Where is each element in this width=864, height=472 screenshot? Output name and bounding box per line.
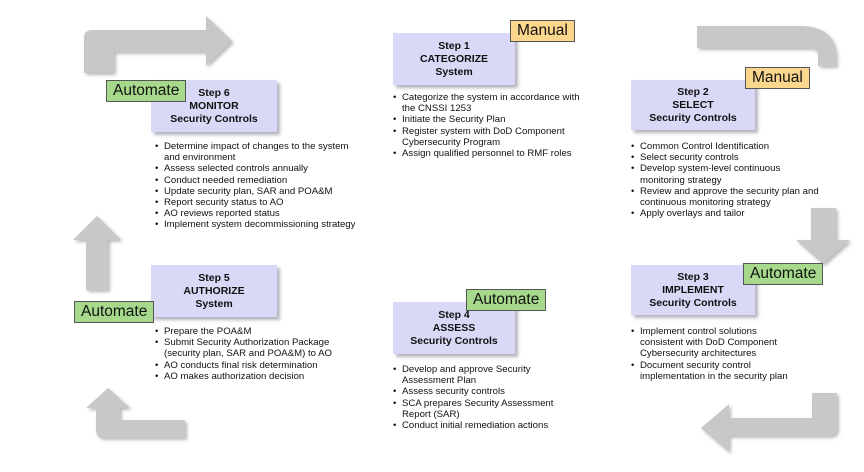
step-4-bullets: Develop and approve Security Assessment … bbox=[392, 364, 582, 431]
list-item: Implement control solutions consistent w… bbox=[631, 326, 790, 360]
step-3-title: IMPLEMENT bbox=[662, 283, 724, 296]
list-item: AO makes authorization decision bbox=[155, 371, 344, 382]
step-2-title: SELECT bbox=[672, 98, 714, 111]
list-item: Select security controls bbox=[631, 152, 820, 163]
step-4-title: ASSESS bbox=[432, 321, 476, 334]
step-5-automate-tag: Automate bbox=[74, 301, 155, 323]
list-item: Conduct needed remediation bbox=[155, 175, 360, 186]
step-2-manual-tag: Manual bbox=[745, 67, 810, 89]
step-1-box: Step 1 CATEGORIZE System bbox=[393, 33, 515, 85]
list-item: Submit Security Authorization Package (s… bbox=[155, 337, 344, 359]
list-item: Document security control implementation… bbox=[631, 360, 790, 382]
list-item: Develop system-level continuous monitori… bbox=[631, 163, 820, 185]
step-5-title: AUTHORIZE bbox=[183, 284, 245, 297]
step-3-subtitle: Security Controls bbox=[649, 296, 737, 309]
list-item: Assess security controls bbox=[393, 386, 582, 397]
list-item: Determine impact of changes to the syste… bbox=[155, 141, 360, 163]
step-5-number: Step 5 bbox=[198, 271, 230, 284]
step-2-number: Step 2 bbox=[677, 85, 709, 98]
list-item: Implement system decommissioning strateg… bbox=[155, 219, 360, 230]
step-6-subtitle: Security Controls bbox=[170, 112, 258, 125]
step-6-automate-tag: Automate bbox=[106, 80, 187, 102]
list-item: AO conducts final risk determination bbox=[155, 360, 344, 371]
arrow-right-down-icon bbox=[796, 208, 850, 264]
step-5-bullets: Prepare the POA&M Submit Security Author… bbox=[154, 326, 344, 382]
list-item: Apply overlays and tailor bbox=[631, 208, 820, 219]
arrow-left-up-icon bbox=[73, 216, 121, 290]
step-1-number: Step 1 bbox=[438, 39, 470, 52]
step-2-subtitle: Security Controls bbox=[649, 111, 737, 124]
step-3-bullets: Implement control solutions consistent w… bbox=[630, 326, 790, 382]
arrow-top-right-icon bbox=[697, 26, 836, 66]
step-3-automate-tag: Automate bbox=[743, 263, 824, 285]
list-item: Initiate the Security Plan bbox=[393, 114, 582, 125]
list-item: Assign qualified personnel to RMF roles bbox=[393, 148, 582, 159]
arrow-top-left-icon bbox=[84, 16, 232, 73]
step-2-bullets: Common Control Identification Select sec… bbox=[630, 141, 820, 220]
list-item: Report security status to AO bbox=[155, 197, 360, 208]
list-item: AO reviews reported status bbox=[155, 208, 360, 219]
step-1-subtitle: System bbox=[435, 65, 473, 78]
list-item: Categorize the system in accordance with… bbox=[393, 92, 582, 114]
step-4-box: Step 4 ASSESS Security Controls bbox=[393, 302, 515, 354]
list-item: Register system with DoD Component Cyber… bbox=[393, 126, 582, 148]
step-6-bullets: Determine impact of changes to the syste… bbox=[154, 141, 360, 231]
step-4-subtitle: Security Controls bbox=[410, 334, 498, 347]
step-4-automate-tag: Automate bbox=[466, 289, 547, 311]
step-6-number: Step 6 bbox=[198, 86, 230, 99]
step-3-box: Step 3 IMPLEMENT Security Controls bbox=[631, 265, 755, 315]
list-item: Review and approve the security plan and… bbox=[631, 186, 820, 208]
list-item: Develop and approve Security Assessment … bbox=[393, 364, 582, 386]
list-item: SCA prepares Security Assessment Report … bbox=[393, 398, 582, 420]
step-4-number: Step 4 bbox=[438, 308, 470, 321]
step-1-title: CATEGORIZE bbox=[419, 52, 489, 65]
arrow-bottom-left-icon bbox=[86, 388, 185, 438]
list-item: Assess selected controls annually bbox=[155, 163, 360, 174]
step-1-manual-tag: Manual bbox=[510, 20, 575, 42]
step-5-subtitle: System bbox=[195, 297, 233, 310]
step-5-box: Step 5 AUTHORIZE System bbox=[151, 265, 277, 317]
step-3-number: Step 3 bbox=[677, 270, 709, 283]
list-item: Conduct initial remediation actions bbox=[393, 420, 582, 431]
list-item: Prepare the POA&M bbox=[155, 326, 344, 337]
list-item: Common Control Identification bbox=[631, 141, 820, 152]
step-1-bullets: Categorize the system in accordance with… bbox=[392, 92, 582, 159]
list-item: Update security plan, SAR and POA&M bbox=[155, 186, 360, 197]
step-2-box: Step 2 SELECT Security Controls bbox=[631, 80, 755, 130]
step-6-title: MONITOR bbox=[189, 99, 239, 112]
arrow-bottom-right-icon bbox=[701, 393, 837, 452]
